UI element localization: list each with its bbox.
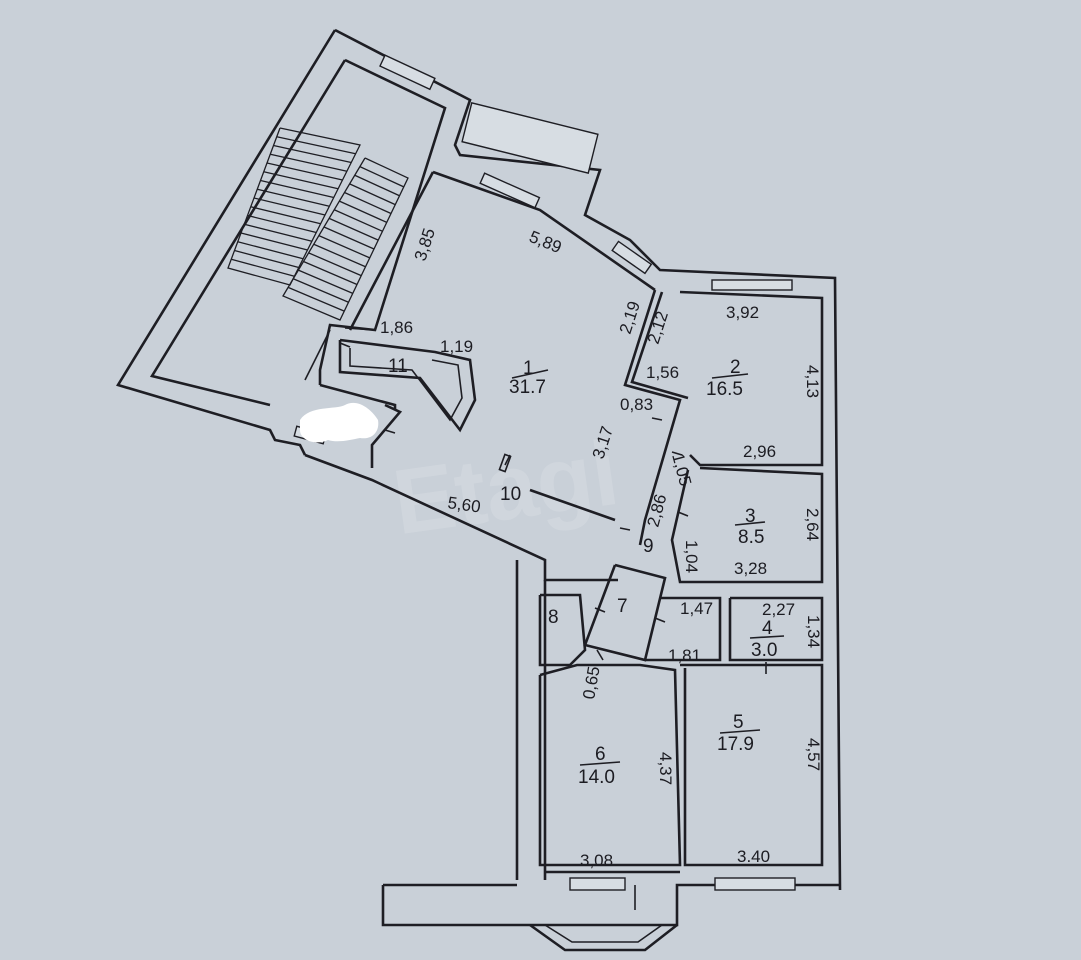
- stair-tread: [344, 191, 392, 215]
- stair-tread: [359, 166, 405, 188]
- dim-room2-bottom: 2,96: [743, 442, 776, 461]
- room-labels: 1 31.7 2 16.5 3 8.5 4 3.0 5 17.9 6 14.0 …: [388, 356, 785, 788]
- room-2-number: 2: [730, 357, 741, 378]
- stair-tread: [270, 153, 348, 172]
- room-3-number: 3: [745, 506, 756, 527]
- room-2-area: 16.5: [706, 379, 743, 400]
- dim-room1-nook-b: 1,19: [440, 337, 473, 356]
- stair-tread: [303, 260, 358, 286]
- dim-room1-left: 3,85: [411, 226, 439, 263]
- stair-tread: [349, 183, 396, 206]
- dim-hall-bottom: 5,60: [446, 493, 481, 516]
- room-partitions: [338, 290, 824, 867]
- stair-tread: [231, 258, 295, 277]
- dim-room5-top-left: 1,47: [680, 599, 713, 618]
- room-4-number: 4: [762, 618, 773, 639]
- window-room5: [714, 877, 796, 891]
- dim-room5-left-upper: 1,81: [668, 646, 701, 665]
- room-7-number: 7: [617, 596, 628, 617]
- window-room2: [711, 279, 793, 291]
- stair-tread: [266, 162, 343, 181]
- dim-room1-nook-a: 1,86: [380, 318, 413, 337]
- stair-tread: [333, 209, 383, 232]
- stair-tread: [234, 249, 299, 269]
- room-6-area: 14.0: [578, 767, 615, 788]
- room-1-area: 31.7: [509, 377, 546, 398]
- dim-room4-top: 2,27: [762, 600, 795, 619]
- stair-tread: [298, 269, 354, 294]
- stair-tread: [237, 241, 304, 260]
- dim-room3-right: 2,64: [803, 508, 822, 541]
- stair-tread: [339, 200, 388, 223]
- stair-tread: [250, 206, 321, 225]
- dim-hall-diag: 2,86: [644, 492, 671, 529]
- room-8-number: 8: [548, 607, 559, 628]
- room-11-number: 11: [388, 356, 408, 377]
- stair-tread: [263, 171, 339, 190]
- dim-room1-top: 5,89: [527, 227, 565, 257]
- stair-tread: [276, 136, 356, 155]
- dim-room3-left: 1,04: [682, 540, 701, 573]
- stair-tread: [273, 144, 352, 164]
- room-10-number: 10: [500, 484, 521, 505]
- dim-room5-right: 4,57: [804, 738, 823, 771]
- stair-tread: [308, 252, 362, 277]
- room-6-number: 6: [595, 744, 606, 765]
- room-5-number: 5: [733, 712, 744, 733]
- stair-tread: [313, 243, 366, 268]
- dim-room3-bottom: 3,28: [734, 559, 767, 578]
- redaction-blot: [300, 402, 379, 443]
- dim-room2-left-step: 1,56: [646, 363, 679, 382]
- dim-room5-bottom: 3.40: [737, 847, 770, 866]
- dim-room6-top: 0,65: [579, 665, 603, 701]
- dim-room2-top: 3,92: [726, 303, 759, 322]
- door-marks: [339, 342, 767, 910]
- room-5-area: 17.9: [717, 734, 754, 755]
- stair-tread: [328, 217, 379, 241]
- dim-room2-right: 4,13: [803, 365, 822, 398]
- room-9-number: 9: [643, 536, 654, 557]
- stair-tread: [247, 214, 317, 234]
- stair-tread: [260, 179, 334, 199]
- stair-tread: [318, 235, 371, 259]
- window-room6: [569, 877, 626, 891]
- window-balcony: [461, 102, 599, 174]
- dim-room1-right-upper: 2,19: [616, 299, 644, 336]
- dim-room1-step: 0,83: [620, 395, 653, 414]
- stair-tread: [292, 278, 349, 303]
- dim-room6-bottom: 3,08: [580, 851, 613, 870]
- room-4-area: 3.0: [751, 640, 777, 661]
- room-1-number: 1: [523, 358, 534, 379]
- window-room1b: [611, 240, 653, 275]
- room-3-area: 8.5: [738, 527, 764, 548]
- window-room1: [479, 172, 541, 209]
- stair-tread: [287, 286, 345, 312]
- stair-tread: [253, 197, 326, 216]
- stair-tread: [240, 232, 308, 251]
- dim-room6-right: 4,37: [656, 752, 675, 785]
- stair-tread: [323, 226, 375, 250]
- staircase: [227, 127, 409, 321]
- stair-tread: [257, 188, 330, 207]
- window-stair: [379, 54, 436, 91]
- dimension-labels: 3,85 5,89 2,19 1,86 1,19 3,17 0,83 3,92 …: [380, 226, 823, 870]
- dim-room4-right: 1,34: [804, 615, 823, 648]
- stair-tread: [244, 223, 313, 242]
- stair-tread: [354, 174, 400, 197]
- windows: [293, 54, 796, 891]
